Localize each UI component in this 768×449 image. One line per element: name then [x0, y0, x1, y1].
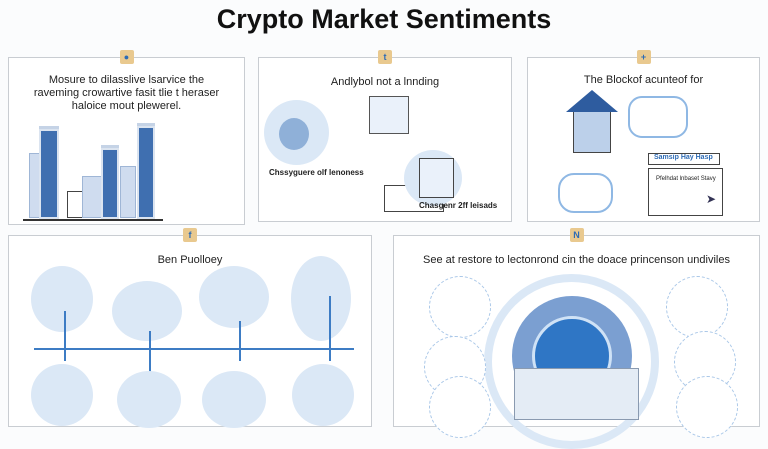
node — [117, 371, 181, 428]
node — [202, 371, 266, 428]
cursor-icon: ➤ — [706, 192, 717, 206]
node — [666, 276, 728, 338]
reddit-icon: ● — [119, 50, 134, 64]
panel-analysis: t Andlybol not a lnnding Chssyguere olf … — [258, 50, 512, 222]
plus-icon: + — [636, 50, 651, 64]
connector — [149, 331, 151, 376]
panel-title: The Blockof acunteof for — [583, 74, 704, 86]
connector — [64, 311, 66, 361]
panel-title: Andlybol not a lnnding — [330, 76, 440, 88]
node — [112, 281, 182, 341]
panel-title: Ben Puolloey — [157, 254, 223, 266]
baseline — [23, 219, 163, 221]
panel-network: N See at restore to lectonrond cin the d… — [393, 228, 760, 449]
caption: Samsip Hay Hasp — [654, 154, 713, 161]
bubble-illustration — [558, 173, 613, 213]
news-icon: N — [569, 228, 584, 242]
node — [31, 266, 93, 332]
bar — [101, 148, 119, 219]
node — [291, 256, 351, 341]
panel-blockchain: + The Blockof acunteof for Samsip Hay Ha… — [527, 50, 760, 222]
panel-timeline: f Ben Puolloey — [8, 228, 372, 428]
timeline-axis — [34, 348, 354, 350]
bar — [39, 129, 59, 219]
globe-core — [279, 118, 309, 150]
card-box — [648, 168, 723, 216]
bar — [137, 126, 155, 219]
document-stack — [514, 368, 639, 420]
panel-bar-sentiment: ● Mosure to dilasslive lsarvice the rave… — [8, 50, 245, 225]
bar-light — [120, 166, 136, 218]
speech-bubble — [628, 96, 688, 138]
caption: Chasgenr 2ff leisads — [419, 201, 498, 210]
house-illustration — [573, 108, 611, 153]
device-illustration — [369, 96, 409, 134]
node — [31, 364, 93, 426]
node — [429, 376, 491, 438]
connector — [329, 296, 331, 361]
node — [292, 364, 354, 426]
caption: Pfelhdat lnbaset Stavy — [656, 176, 716, 182]
bar-light — [82, 176, 102, 218]
caption: Chssyguere olf lenoness — [269, 168, 364, 177]
panel-title: Mosure to dilasslive lsarvice the ravemi… — [33, 74, 220, 112]
page-title: Crypto Market Sentiments — [216, 4, 552, 34]
node — [429, 276, 491, 338]
label-box — [648, 153, 720, 165]
connector — [239, 321, 241, 361]
kiosk-illustration — [419, 158, 454, 198]
panel-title: See at restore to lectonrond cin the doa… — [423, 254, 730, 266]
roof-icon — [566, 90, 618, 112]
node — [676, 376, 738, 438]
twitter-icon: t — [378, 50, 392, 64]
node — [199, 266, 269, 328]
facebook-icon: f — [183, 228, 197, 242]
